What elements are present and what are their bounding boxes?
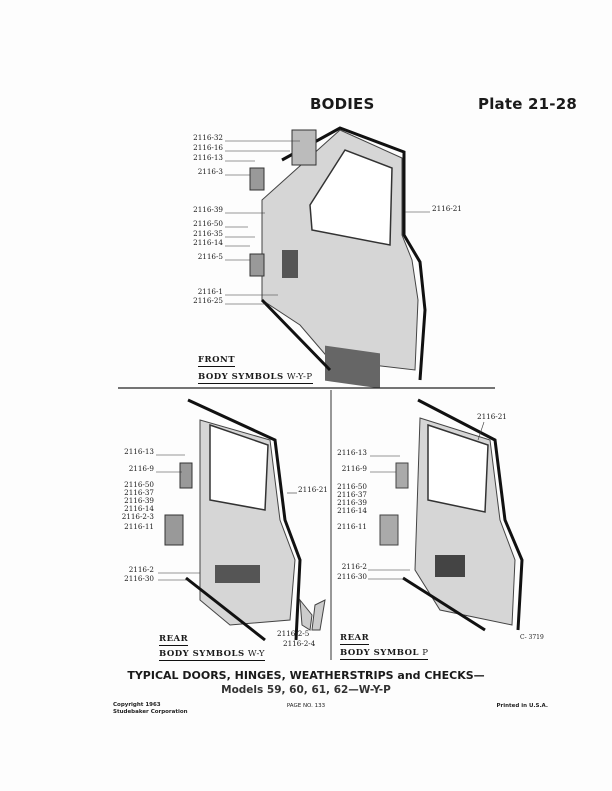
part-label: 2116-21 [477, 412, 507, 421]
drawing-code: C- 3719 [520, 634, 544, 641]
part-label: 2116-37 [124, 488, 154, 497]
part-label: 2116-2 [128, 565, 154, 574]
front-body-symbols: BODY SYMBOLS W-Y-P [198, 372, 313, 384]
part-label: 2116-9 [341, 464, 367, 473]
part-label: 2116-13 [124, 447, 154, 456]
part-label: 2116-1 [197, 287, 223, 296]
part-label: 2116-32 [193, 133, 223, 142]
part-label: 2116-5 [197, 252, 223, 261]
front-door-drawing [249, 126, 427, 389]
part-label: 2116-21 [432, 204, 462, 213]
part-label: 2116-11 [124, 522, 154, 531]
part-label: 2116-13 [193, 153, 223, 162]
front-caption: FRONT [198, 355, 236, 367]
part-label: 2116-35 [193, 229, 223, 238]
part-label: 2116-13 [337, 448, 367, 457]
part-label: 2116-39 [193, 205, 223, 214]
part-label: 2116-2 [341, 562, 367, 571]
rear-right-body-symbol: BODY SYMBOL P [340, 648, 429, 660]
part-label: 2116-50 [124, 480, 154, 489]
part-label: 2116-21 [298, 485, 328, 494]
rear-right-door-drawing [379, 398, 524, 632]
part-label: 2116-25 [193, 296, 223, 305]
leader-lines [156, 140, 485, 581]
part-label: 2116-30 [337, 572, 367, 581]
page-number: PAGE NO. 133 [286, 703, 326, 709]
printed-in: Printed in U.S.A. [496, 703, 548, 709]
rear-right-caption: REAR [340, 633, 370, 645]
part-label: 2116-2-4 [283, 639, 316, 648]
part-label: 2116-9 [128, 464, 154, 473]
rear-left-caption: REAR [159, 634, 189, 646]
plate-title: TYPICAL DOORS, HINGES, WEATHERSTRIPS and… [127, 669, 485, 682]
part-label: 2116-2-5 [277, 629, 310, 638]
part-label: 2116-2-3 [121, 512, 154, 521]
plate-number: Plate 21-28 [478, 95, 577, 113]
part-label: 2116-30 [124, 574, 154, 583]
part-label: 2116-11 [337, 522, 367, 531]
part-label: 2116-39 [124, 496, 154, 505]
part-label: 2116-14 [124, 504, 154, 513]
rear-left-body-symbols: BODY SYMBOLS W-Y [159, 649, 265, 661]
part-label: 2116-50 [337, 482, 367, 491]
part-label: 2116-3 [197, 167, 223, 176]
part-label: 2116-50 [193, 219, 223, 228]
part-label: 2116-14 [193, 238, 223, 247]
plate-subtitle: Models 59, 60, 61, 62—W-Y-P [221, 684, 391, 696]
part-label: 2116-39 [337, 498, 367, 507]
part-label: 2116-16 [193, 143, 223, 152]
section-title: BODIES [310, 95, 375, 113]
rear-left-door-drawing [164, 398, 326, 642]
part-label: 2116-14 [337, 506, 367, 515]
part-label: 2116-37 [337, 490, 367, 499]
